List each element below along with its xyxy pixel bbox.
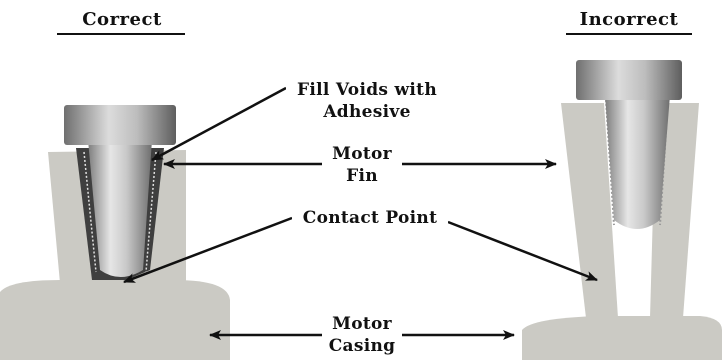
label-motor-casing-line2: Casing [328,336,396,356]
label-motor-casing: Motor Casing [322,313,402,357]
fill-voids-arrow [151,86,287,162]
heading-correct: Correct [82,9,162,30]
motor-casing-correct [0,280,230,360]
motor-fin-incorrect-left [561,103,618,318]
label-contact-point-text: Contact Point [302,208,438,228]
label-fill-voids: Fill Voids with Adhesive [286,79,448,123]
correct-assembly [0,105,230,360]
label-fill-voids-line1: Fill Voids with [297,80,437,100]
screw-thread-right [145,151,157,273]
heading-incorrect-underline [566,33,692,35]
screw-thread-left [83,151,97,273]
label-motor-fin-line1: Motor [332,144,392,164]
screw-head-correct [64,105,176,145]
label-motor-fin: Motor Fin [322,143,402,187]
contact-point-arrow-left [123,216,293,284]
label-motor-fin-line2: Fin [346,166,378,186]
contact-point-arrow-right [447,220,598,282]
label-contact-point: Contact Point [292,207,448,229]
incorrect-assembly [522,60,722,360]
screw-shank-incorrect [605,95,670,229]
heading-correct-underline [57,33,185,35]
label-motor-casing-line1: Motor [332,314,392,334]
screw-head-incorrect [576,60,682,100]
heading-incorrect: Incorrect [579,9,679,30]
motor-casing-incorrect [522,316,722,360]
screw-shank-correct [88,140,152,277]
label-fill-voids-line2: Adhesive [323,102,411,122]
